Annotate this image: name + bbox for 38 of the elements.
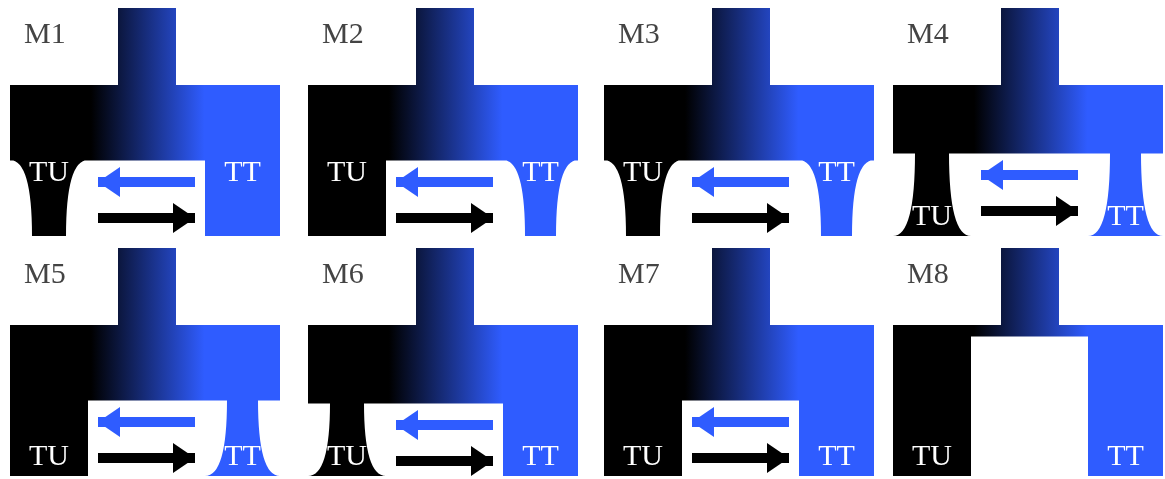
arrow bbox=[692, 407, 789, 437]
panel-label: M7 bbox=[618, 258, 660, 288]
outlet-label: TU bbox=[308, 160, 386, 236]
outlet-label: TU bbox=[893, 336, 971, 476]
arrow bbox=[98, 167, 195, 197]
arrow bbox=[396, 167, 493, 197]
outlet-label: TT bbox=[799, 400, 874, 476]
panel-label: M5 bbox=[24, 258, 66, 288]
arrow bbox=[98, 407, 195, 437]
arrow bbox=[981, 160, 1078, 190]
outlet-label: TU bbox=[893, 153, 971, 236]
outlet-label: TT bbox=[799, 160, 874, 236]
outlet-label: TU bbox=[10, 160, 88, 236]
outlet-label: TT bbox=[1088, 336, 1163, 476]
panel-label: M6 bbox=[322, 258, 364, 288]
arrow bbox=[981, 196, 1078, 226]
outlet-label: TT bbox=[1088, 153, 1163, 236]
outlet-label: TT bbox=[205, 400, 280, 476]
outlet-label: TT bbox=[205, 160, 280, 236]
arrow bbox=[692, 443, 789, 473]
arrow bbox=[396, 203, 493, 233]
arrow bbox=[98, 443, 195, 473]
outlet-label: TT bbox=[503, 160, 578, 236]
outlet-label: TU bbox=[604, 400, 682, 476]
arrow bbox=[98, 203, 195, 233]
panel-label: M8 bbox=[907, 258, 949, 288]
panel-label: M1 bbox=[24, 18, 66, 48]
arrow bbox=[396, 446, 493, 476]
arrow bbox=[396, 410, 493, 440]
panel-label: M4 bbox=[907, 18, 949, 48]
panel-label: M2 bbox=[322, 18, 364, 48]
panel-label: M3 bbox=[618, 18, 660, 48]
outlet-label: TU bbox=[308, 403, 386, 476]
outlet-label: TU bbox=[10, 400, 88, 476]
arrow bbox=[692, 167, 789, 197]
outlet-label: TT bbox=[503, 403, 578, 476]
arrow bbox=[692, 203, 789, 233]
outlet-label: TU bbox=[604, 160, 682, 236]
